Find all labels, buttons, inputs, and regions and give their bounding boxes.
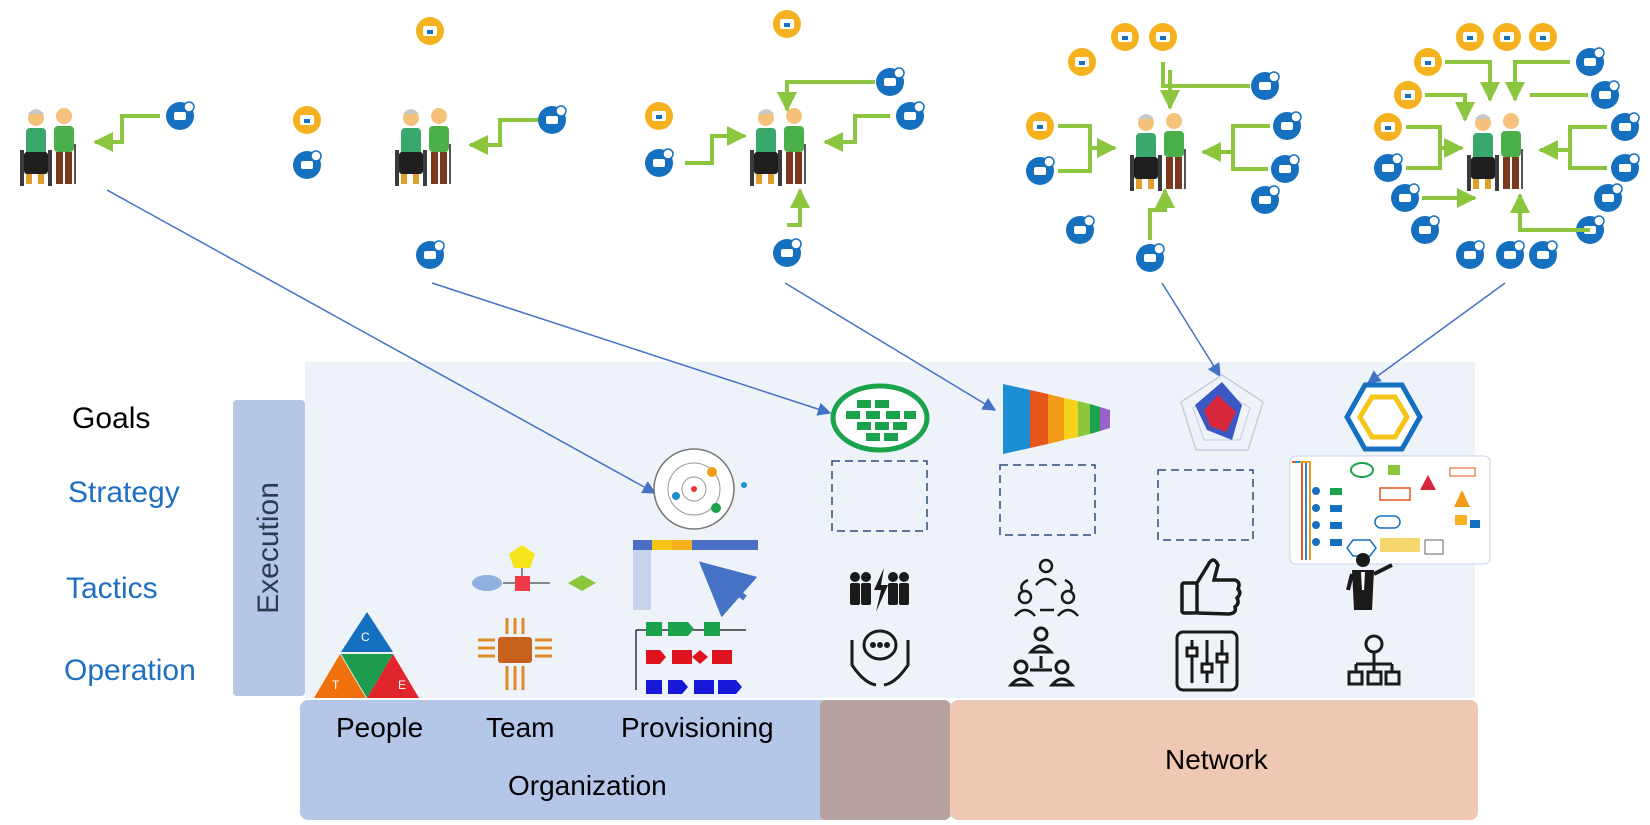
placeholder-box bbox=[1157, 469, 1254, 541]
control-sliders-icon bbox=[1175, 630, 1239, 692]
thumbs-up-icon bbox=[1180, 558, 1242, 616]
presenter-icon bbox=[1346, 553, 1393, 610]
network-label: Network bbox=[1165, 744, 1268, 775]
care-hands-icon bbox=[850, 629, 910, 687]
column-label-people: People bbox=[336, 712, 424, 743]
mapping-arrows bbox=[106, 189, 1506, 494]
elderly-couple-icon bbox=[20, 108, 76, 186]
organization-bar bbox=[300, 700, 952, 820]
level-label-operation: Operation bbox=[64, 654, 196, 687]
organization-label: Organization bbox=[508, 770, 667, 801]
workflow-icon bbox=[633, 540, 758, 618]
funnel-icon bbox=[1003, 384, 1110, 454]
flowchart-icon bbox=[472, 545, 596, 591]
level-label-tactics: Tactics bbox=[66, 572, 158, 605]
placeholder-box bbox=[831, 460, 928, 532]
workflow-icon bbox=[478, 618, 552, 690]
orbit-diagram-icon bbox=[653, 448, 747, 530]
hierarchy-icon bbox=[1347, 634, 1401, 686]
hub-ellipse-icon bbox=[830, 383, 930, 453]
team-collaboration-icon bbox=[850, 568, 909, 612]
triangle-letter-c: C bbox=[361, 630, 370, 644]
flowchart-icon bbox=[635, 622, 746, 694]
network-diagram-thumbnail bbox=[1289, 455, 1491, 565]
hexagon-icon bbox=[1344, 382, 1423, 452]
ecosystem-stage-2 bbox=[292, 17, 567, 270]
service-circle-icon bbox=[165, 101, 195, 131]
triangle-letter-t: T bbox=[332, 678, 340, 692]
ecosystem-stage-4 bbox=[1025, 23, 1302, 273]
column-label-team: Team bbox=[486, 712, 555, 743]
ecosystem-stage-5 bbox=[1373, 23, 1640, 270]
level-label-strategy: Strategy bbox=[68, 476, 180, 509]
org-people-icon bbox=[1007, 626, 1076, 687]
execution-axis-label: Execution bbox=[233, 400, 305, 696]
cte-triangle-icon bbox=[314, 612, 419, 698]
execution-bar bbox=[233, 400, 305, 696]
triangle-letter-e: E bbox=[398, 678, 407, 692]
overlap-bar bbox=[820, 700, 950, 820]
column-label-provisioning: Provisioning bbox=[621, 712, 774, 743]
ecosystem-stage-3 bbox=[644, 10, 925, 268]
ecosystem-stage-1 bbox=[20, 101, 195, 186]
cycle-people-icon bbox=[1014, 558, 1079, 617]
radar-chart-icon bbox=[1180, 374, 1264, 451]
execution-label: Execution bbox=[252, 482, 285, 614]
network-bar bbox=[950, 700, 1478, 820]
level-label-goals: Goals bbox=[72, 402, 151, 435]
placeholder-box bbox=[999, 464, 1096, 536]
